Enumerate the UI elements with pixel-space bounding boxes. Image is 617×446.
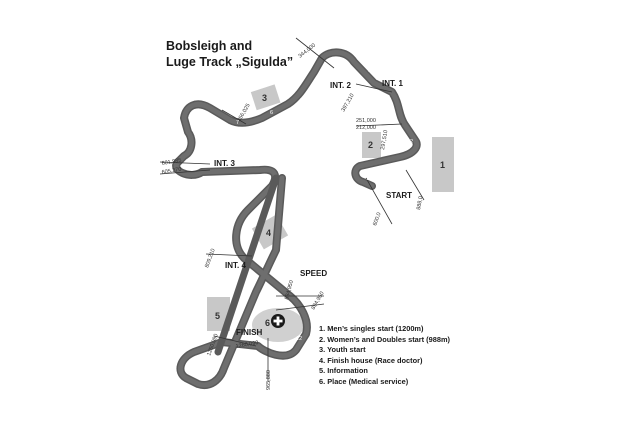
label-int2: INT. 2 bbox=[330, 81, 351, 90]
zone-5-number: 5 bbox=[215, 311, 220, 321]
medical-cross-icon bbox=[271, 314, 285, 328]
map-legend: 1. Men’s singles start (1200m) 2. Women’… bbox=[319, 324, 450, 388]
track-straight bbox=[214, 174, 280, 356]
label-int1: INT. 1 bbox=[382, 79, 403, 88]
title-line-1: Bobsleigh and bbox=[166, 39, 253, 53]
label-int4: INT. 4 bbox=[225, 261, 246, 270]
dist-1260: 1260,090 bbox=[235, 340, 259, 350]
zone-6-number: 6 bbox=[265, 318, 270, 328]
dist-601: 601,985 bbox=[161, 158, 182, 167]
dist-344: 344,000 bbox=[298, 43, 317, 60]
title-line-2: Luge Track „Sigulda” bbox=[166, 55, 294, 69]
curve-3: 3 bbox=[368, 68, 371, 74]
zone-1-number: 1 bbox=[440, 160, 445, 170]
legend-item-3: 3. Youth start bbox=[319, 345, 366, 355]
curve-10: 10 bbox=[242, 191, 248, 197]
curve-8: 8 bbox=[200, 124, 203, 130]
zone-1-men-singles-start bbox=[432, 137, 454, 192]
zone-4-number: 4 bbox=[266, 228, 271, 238]
measurement-lines bbox=[159, 37, 425, 382]
dist-397: 397,210 bbox=[341, 93, 356, 113]
dist-600: 600,0 bbox=[372, 212, 382, 227]
curve-4: 4 bbox=[342, 70, 345, 76]
label-speed: SPEED bbox=[300, 269, 327, 278]
curve-2: 2 bbox=[410, 139, 413, 145]
map-title: Bobsleigh and Luge Track „Sigulda” bbox=[166, 38, 293, 70]
curve-11: 11 bbox=[242, 226, 248, 232]
dist-809: 809,210 bbox=[204, 248, 216, 269]
legend-item-1: 1. Men’s singles start (1200m) bbox=[319, 324, 424, 333]
curve-1: 1 bbox=[366, 176, 369, 182]
dist-884: 884,950 bbox=[284, 280, 295, 301]
dist-965: 965,880 bbox=[266, 370, 272, 390]
curve-numbers: 1 2 3 4 5 6 7 8 9 10 11 12 13 bbox=[198, 68, 413, 374]
label-finish: FINISH bbox=[236, 328, 262, 337]
track-center-line bbox=[173, 50, 420, 388]
dist-212: 212,000 bbox=[356, 125, 376, 131]
dist-888: 888,0 bbox=[416, 196, 424, 211]
curve-13: 13 bbox=[198, 368, 204, 374]
zone-3-youth-start bbox=[250, 84, 281, 111]
dist-894: 894,950 bbox=[311, 291, 326, 311]
zone-3-number: 3 bbox=[262, 93, 267, 103]
curve-5: 5 bbox=[300, 98, 303, 104]
curve-6: 6 bbox=[270, 110, 273, 116]
legend-item-4: 4. Finish house (Race doctor) bbox=[319, 355, 423, 365]
curve-9: 9 bbox=[203, 153, 206, 159]
label-int3: INT. 3 bbox=[214, 159, 235, 168]
legend-item-5: 5. Information bbox=[319, 366, 368, 376]
dist-297: 297,510 bbox=[380, 130, 389, 151]
label-start: START bbox=[386, 191, 412, 200]
zone-2-women-doubles-start bbox=[362, 132, 381, 158]
curve-12: 12 bbox=[296, 336, 302, 342]
zone-2-number: 2 bbox=[368, 140, 373, 150]
legend-item-6: 6. Place (Medical service) bbox=[319, 376, 409, 386]
legend-item-2: 2. Women’s and Doubles start (988m) bbox=[319, 334, 451, 344]
dist-251: 251,000 bbox=[356, 118, 376, 124]
curve-7: 7 bbox=[236, 120, 239, 126]
dist-605: 605,270 bbox=[161, 167, 182, 176]
